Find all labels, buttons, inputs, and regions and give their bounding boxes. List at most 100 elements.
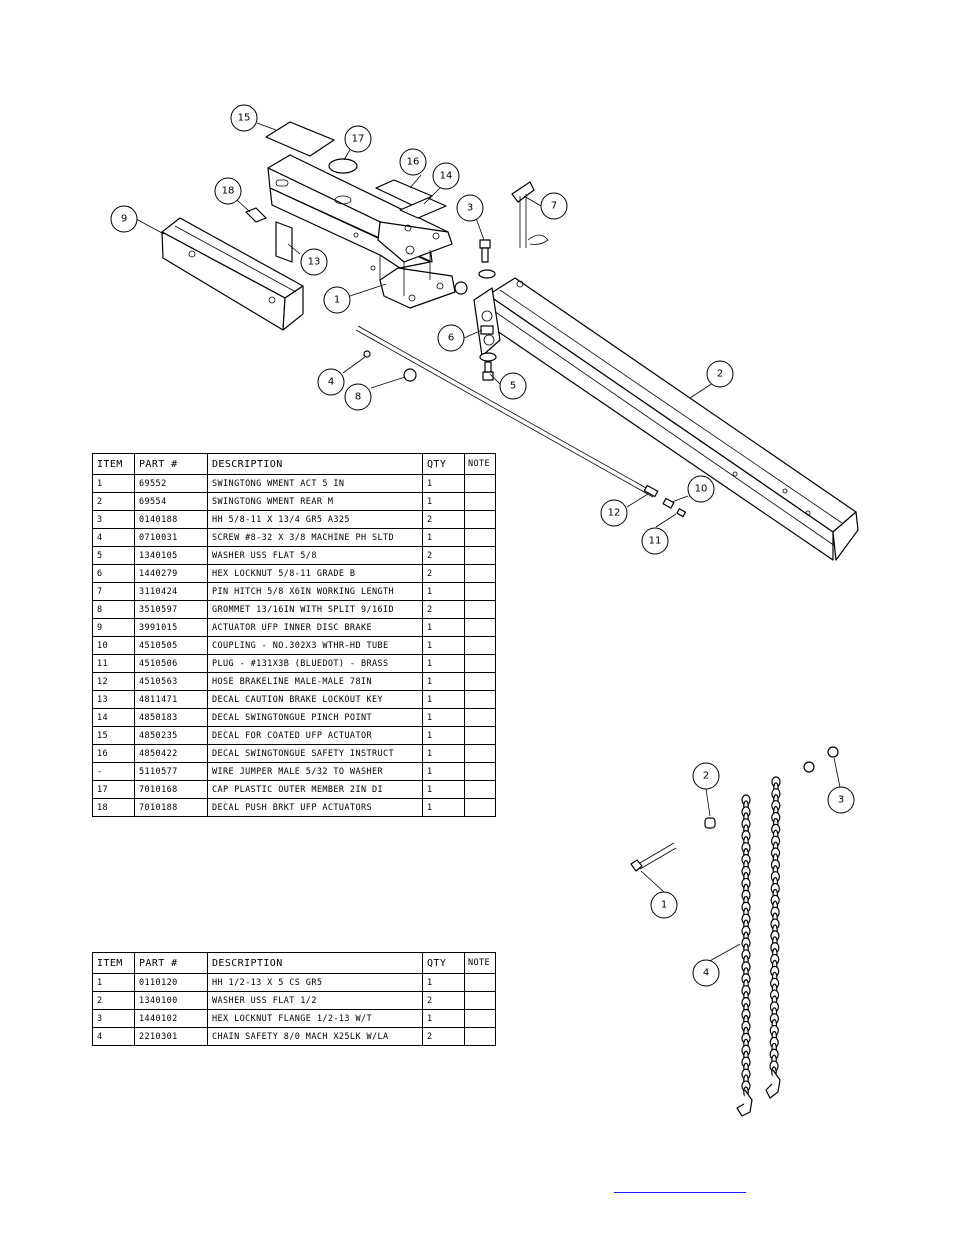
qty-cell: 1	[422, 582, 465, 601]
svg-text:13: 13	[308, 257, 321, 268]
svg-text:17: 17	[352, 134, 365, 145]
item-cell: 14	[92, 708, 135, 727]
description-cell: DECAL CAUTION BRAKE LOCKOUT KEY	[207, 690, 423, 709]
chain-callout-2: 2	[692, 762, 720, 790]
part-number-cell: 4811471	[134, 690, 208, 709]
svg-text:16: 16	[407, 157, 420, 168]
part-number-cell: 3110424	[134, 582, 208, 601]
washer-3-a	[803, 761, 815, 773]
item-cell: 1	[92, 474, 135, 493]
header-part-number: PART #	[134, 952, 208, 974]
qty-cell: 2	[422, 564, 465, 583]
leader-lines-2	[640, 757, 841, 963]
item-cell: 8	[92, 600, 135, 619]
description-cell: HOSE BRAKELINE MALE-MALE 78IN	[207, 672, 423, 691]
svg-text:4: 4	[328, 377, 334, 388]
bolt-3	[479, 239, 491, 263]
grommet-left	[454, 281, 468, 295]
chain-callout-3: 3	[827, 786, 855, 814]
brake-hose	[355, 325, 659, 498]
callout-12: 12	[600, 499, 628, 527]
item-cell: 2	[92, 492, 135, 511]
note-cell	[464, 546, 496, 565]
part-number-cell: 4510505	[134, 636, 208, 655]
header-item: ITEM	[92, 453, 135, 475]
qty-cell: 1	[422, 973, 465, 992]
qty-cell: 2	[422, 1027, 465, 1046]
svg-text:18: 18	[222, 186, 235, 197]
callout-13: 13	[300, 248, 328, 276]
part-number-cell: 1440279	[134, 564, 208, 583]
description-cell: COUPLING - NO.302X3 WTHR-HD TUBE	[207, 636, 423, 655]
qty-cell: 1	[422, 654, 465, 673]
plug-11	[676, 508, 687, 518]
note-cell	[464, 1009, 496, 1028]
qty-cell: 1	[422, 492, 465, 511]
item-cell: 4	[92, 528, 135, 547]
header-qty: QTY	[422, 453, 465, 475]
note-cell	[464, 492, 496, 511]
part-number-cell: 4510506	[134, 654, 208, 673]
item-cell: 17	[92, 780, 135, 799]
item-cell: 18	[92, 798, 135, 817]
note-cell	[464, 708, 496, 727]
item-cell: 3	[92, 510, 135, 529]
item-cell: -	[92, 762, 135, 781]
callout-5: 5	[499, 372, 527, 400]
svg-text:2: 2	[703, 771, 709, 782]
description-cell: HH 5/8-11 X 13/4 GR5 A325	[207, 510, 423, 529]
footer-link-underline[interactable]	[614, 1192, 746, 1193]
svg-text:15: 15	[238, 113, 251, 124]
qty-cell: 1	[422, 618, 465, 637]
part-number-cell: 4850183	[134, 708, 208, 727]
item-cell: 7	[92, 582, 135, 601]
chain-callout-1: 1	[650, 891, 678, 919]
washer-5-bottom	[479, 352, 497, 362]
description-cell: ACTUATOR UFP INNER DISC BRAKE	[207, 618, 423, 637]
note-cell	[464, 600, 496, 619]
header-item: ITEM	[92, 952, 135, 974]
description-cell: CAP PLASTIC OUTER MEMBER 2IN DI	[207, 780, 423, 799]
qty-cell: 1	[422, 672, 465, 691]
part-number-cell: 1340100	[134, 991, 208, 1010]
qty-cell: 1	[422, 1009, 465, 1028]
hex-bolt	[630, 842, 677, 872]
item-cell: 3	[92, 1009, 135, 1028]
coupling-10	[662, 497, 675, 509]
svg-text:11: 11	[649, 536, 662, 547]
description-cell: CHAIN SAFETY 8/0 MACH X25LK W/LA	[207, 1027, 423, 1046]
part-number-cell: 0110120	[134, 973, 208, 992]
note-cell	[464, 618, 496, 637]
description-cell: DECAL FOR COATED UFP ACTUATOR	[207, 726, 423, 745]
part-number-cell: 7010188	[134, 798, 208, 817]
part-number-cell: 69554	[134, 492, 208, 511]
svg-text:4: 4	[703, 968, 709, 979]
part-number-cell: 4850422	[134, 744, 208, 763]
item-cell: 11	[92, 654, 135, 673]
swing-tongue-assembly	[161, 121, 859, 561]
description-cell: SCREW #8-32 X 3/8 MACHINE PH SLTD	[207, 528, 423, 547]
decal-15	[265, 121, 335, 157]
description-cell: WASHER USS FLAT 5/8	[207, 546, 423, 565]
safety-chain-kit	[630, 746, 839, 1117]
note-cell	[464, 654, 496, 673]
note-cell	[464, 744, 496, 763]
qty-cell: 2	[422, 991, 465, 1010]
item-cell: 9	[92, 618, 135, 637]
header-description: DESCRIPTION	[207, 453, 423, 475]
header-note: NOTE	[464, 453, 496, 475]
qty-cell: 1	[422, 708, 465, 727]
svg-text:7: 7	[551, 201, 557, 212]
callouts-diagram-1: 1 2 3 4 5 6 7 8 9 10 11 12 13 14 15 16 1…	[110, 104, 734, 555]
